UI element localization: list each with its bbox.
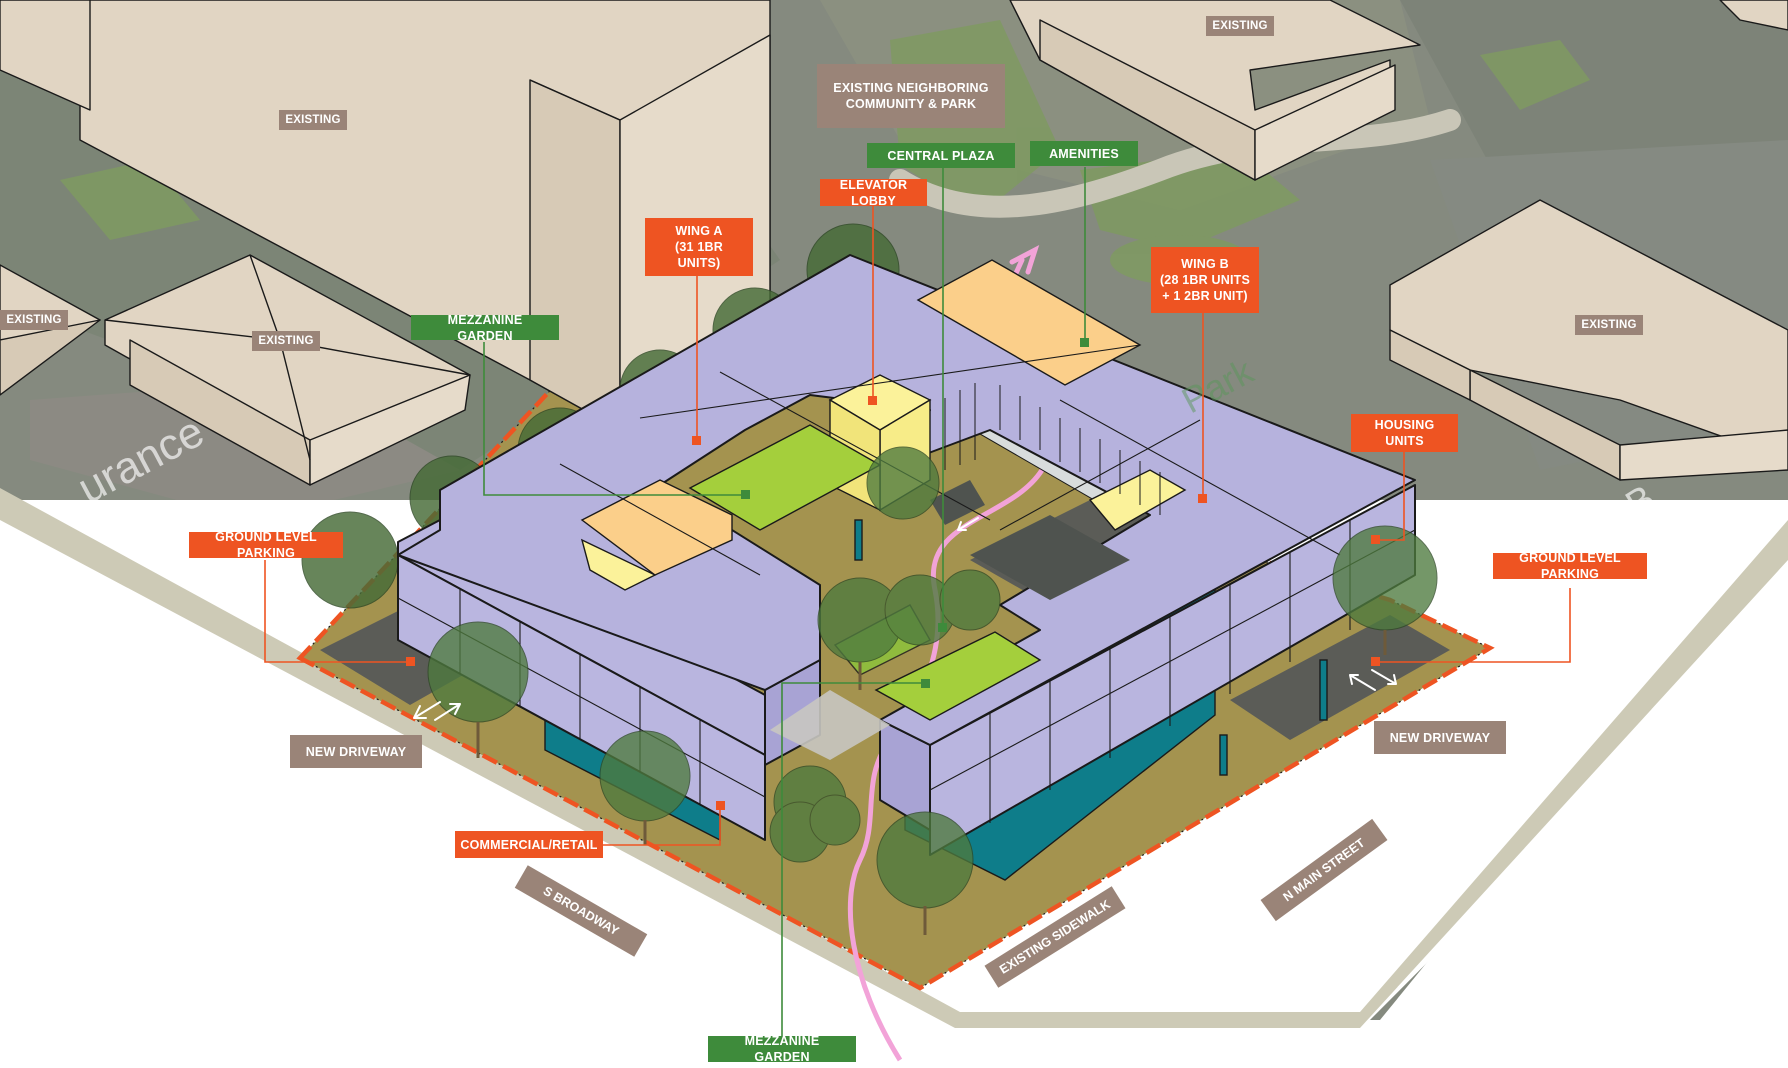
callout-endpoints [406,338,1380,810]
callout-leader-lines [264,167,1571,1040]
callout-mezzanine-garden-bottom: MEZZANINE GARDEN [708,1034,856,1064]
glazing-mullions [944,383,1161,515]
park-walkway [889,109,1461,218]
callout-wing-a: WING A (31 1BR UNITS) [645,218,753,276]
amenity-roofs [580,259,1142,576]
existing-tag-left-edge: EXISTING [0,310,68,330]
callout-new-driveway-right: NEW DRIVEWAY [1374,721,1506,754]
callout-commercial-retail: COMMERCIAL/RETAIL [455,831,603,858]
callout-mezzanine-garden-top: MEZZANINE GARDEN [411,313,559,343]
callout-amenities: AMENITIES [1030,141,1138,166]
callout-housing-units: HOUSING UNITS [1351,414,1458,452]
existing-tag-tower: EXISTING [279,110,347,130]
driveway-arrows [413,517,1397,721]
callout-ground-parking-right: GROUND LEVEL PARKING [1493,551,1647,581]
callout-ground-parking-left: GROUND LEVEL PARKING [189,530,343,560]
callout-wing-b: WING B (28 1BR UNITS + 1 2BR UNIT) [1151,247,1259,313]
gravel-plaza [770,690,890,760]
callout-elevator-lobby: ELEVATOR LOBBY [820,178,927,208]
callout-existing-neighboring: EXISTING NEIGHBORING COMMUNITY & PARK [817,64,1005,128]
existing-tag-left-house: EXISTING [252,331,320,351]
existing-tag-top-center: EXISTING [1206,16,1274,36]
tree-trunks [476,630,1387,935]
existing-tag-right-block: EXISTING [1575,315,1643,335]
callout-new-driveway-left: NEW DRIVEWAY [290,735,422,768]
callout-central-plaza: CENTRAL PLAZA [867,143,1015,168]
foreground-trees [427,446,1438,909]
